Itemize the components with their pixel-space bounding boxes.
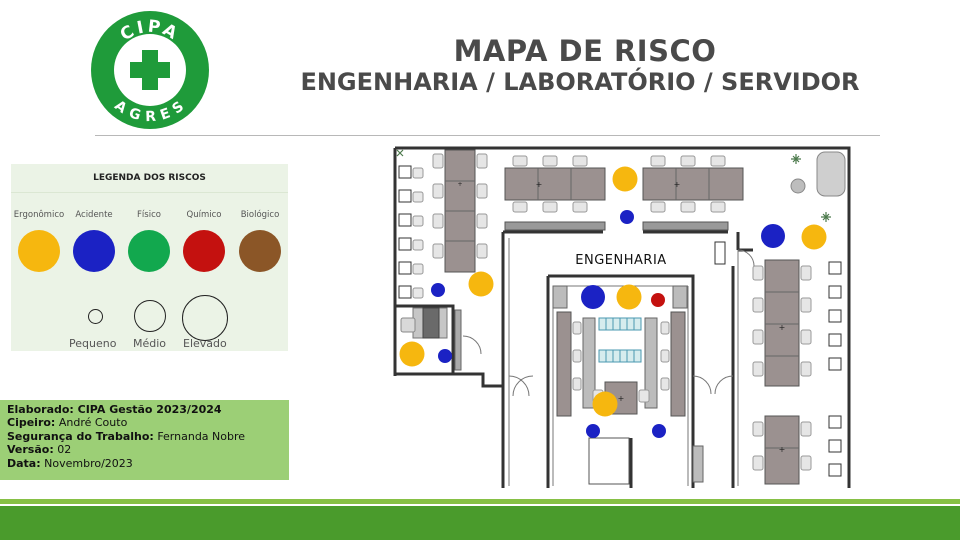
room-label-engenharia: ENGENHARIA <box>575 253 666 268</box>
risk-marker-acidente <box>652 424 666 438</box>
size-label-pequeno: Pequeno <box>69 337 117 350</box>
page-subtitle: ENGENHARIA / LABORATÓRIO / SERVIDOR <box>300 68 860 96</box>
legend-label-fisico: Físico <box>137 210 161 220</box>
svg-text:+: + <box>618 394 625 403</box>
legend-item-ergonomico: Ergonômico <box>11 210 67 272</box>
legend-item-fisico: Físico <box>121 210 177 272</box>
desk-cluster-top-right: + <box>642 167 744 201</box>
quimico-risk-icon <box>183 230 225 272</box>
safety-line: Segurança do Trabalho: Fernanda Nobre <box>7 429 246 443</box>
document-info-box: Elaborado: CIPA Gestão 2023/2024 Cipeiro… <box>0 400 289 480</box>
acidente-risk-icon <box>73 230 115 272</box>
desk-cluster-right-lower: + <box>764 415 800 485</box>
desk-cluster-top-center: + <box>504 167 606 201</box>
svg-text:+: + <box>536 180 543 189</box>
svg-text:+: + <box>779 445 786 454</box>
legend-divider <box>11 192 288 193</box>
risk-marker-acidente <box>586 424 600 438</box>
svg-text:+: + <box>457 181 462 188</box>
cipeiro-line: Cipeiro: André Couto <box>7 416 128 430</box>
legend-item-biologico: Biológico <box>232 210 288 272</box>
risk-marker-quimico <box>651 293 665 307</box>
legend-item-quimico: Químico <box>176 210 232 272</box>
floor-plan-walls <box>393 146 851 488</box>
size-medio-ring <box>134 300 166 332</box>
title-block: MAPA DE RISCO ENGENHARIA / LABORATÓRIO /… <box>240 34 920 96</box>
lab-benches: + <box>556 311 686 417</box>
page-title: MAPA DE RISCO <box>453 34 717 68</box>
size-pequeno-ring <box>88 309 103 324</box>
footer-accent-line <box>0 499 960 504</box>
risk-marker-ergonomico <box>399 341 425 367</box>
risk-marker-ergonomico <box>801 224 827 250</box>
risk-marker-acidente <box>761 224 785 248</box>
footer-bar <box>0 506 960 540</box>
legend-label-ergonomico: Ergonômico <box>13 210 65 220</box>
legend-title: LEGENDA DOS RISCOS <box>93 173 206 183</box>
size-elevado-ring <box>182 295 228 341</box>
ergonomico-risk-icon <box>18 230 60 272</box>
version-line: Versão: 02 <box>7 443 72 457</box>
legend-label-acidente: Acidente <box>75 210 113 220</box>
risk-marker-acidente <box>620 210 634 224</box>
svg-text:+: + <box>674 180 681 189</box>
date-line: Data: Novembro/2023 <box>7 456 133 470</box>
size-label-elevado: Elevado <box>183 337 227 350</box>
risk-marker-ergonomico <box>612 166 638 192</box>
svg-text:+: + <box>779 323 786 332</box>
title-divider <box>95 135 880 136</box>
risk-marker-ergonomico <box>468 271 494 297</box>
floor-plan: + + + <box>393 146 851 488</box>
risk-legend: LEGENDA DOS RISCOS Ergonômico Acidente F… <box>11 164 288 351</box>
biologico-risk-icon <box>239 230 281 272</box>
legend-label-quimico: Químico <box>186 210 222 220</box>
desk-cluster-right-upper: + <box>764 259 800 387</box>
fisico-risk-icon <box>128 230 170 272</box>
risk-marker-ergonomico <box>616 284 642 310</box>
cipa-agres-logo: CIPA AGRES <box>91 11 209 129</box>
risk-marker-acidente <box>431 283 445 297</box>
risk-marker-acidente <box>581 285 605 309</box>
prepared-by: Elaborado: CIPA Gestão 2023/2024 <box>7 403 222 416</box>
legend-item-acidente: Acidente <box>66 210 122 272</box>
risk-marker-acidente <box>438 349 452 363</box>
size-label-medio: Médio <box>133 337 167 350</box>
legend-label-biologico: Biológico <box>240 210 280 220</box>
desk-cluster-top-left: + <box>444 149 476 273</box>
risk-marker-ergonomico <box>592 391 618 417</box>
risk-markers <box>399 166 827 438</box>
